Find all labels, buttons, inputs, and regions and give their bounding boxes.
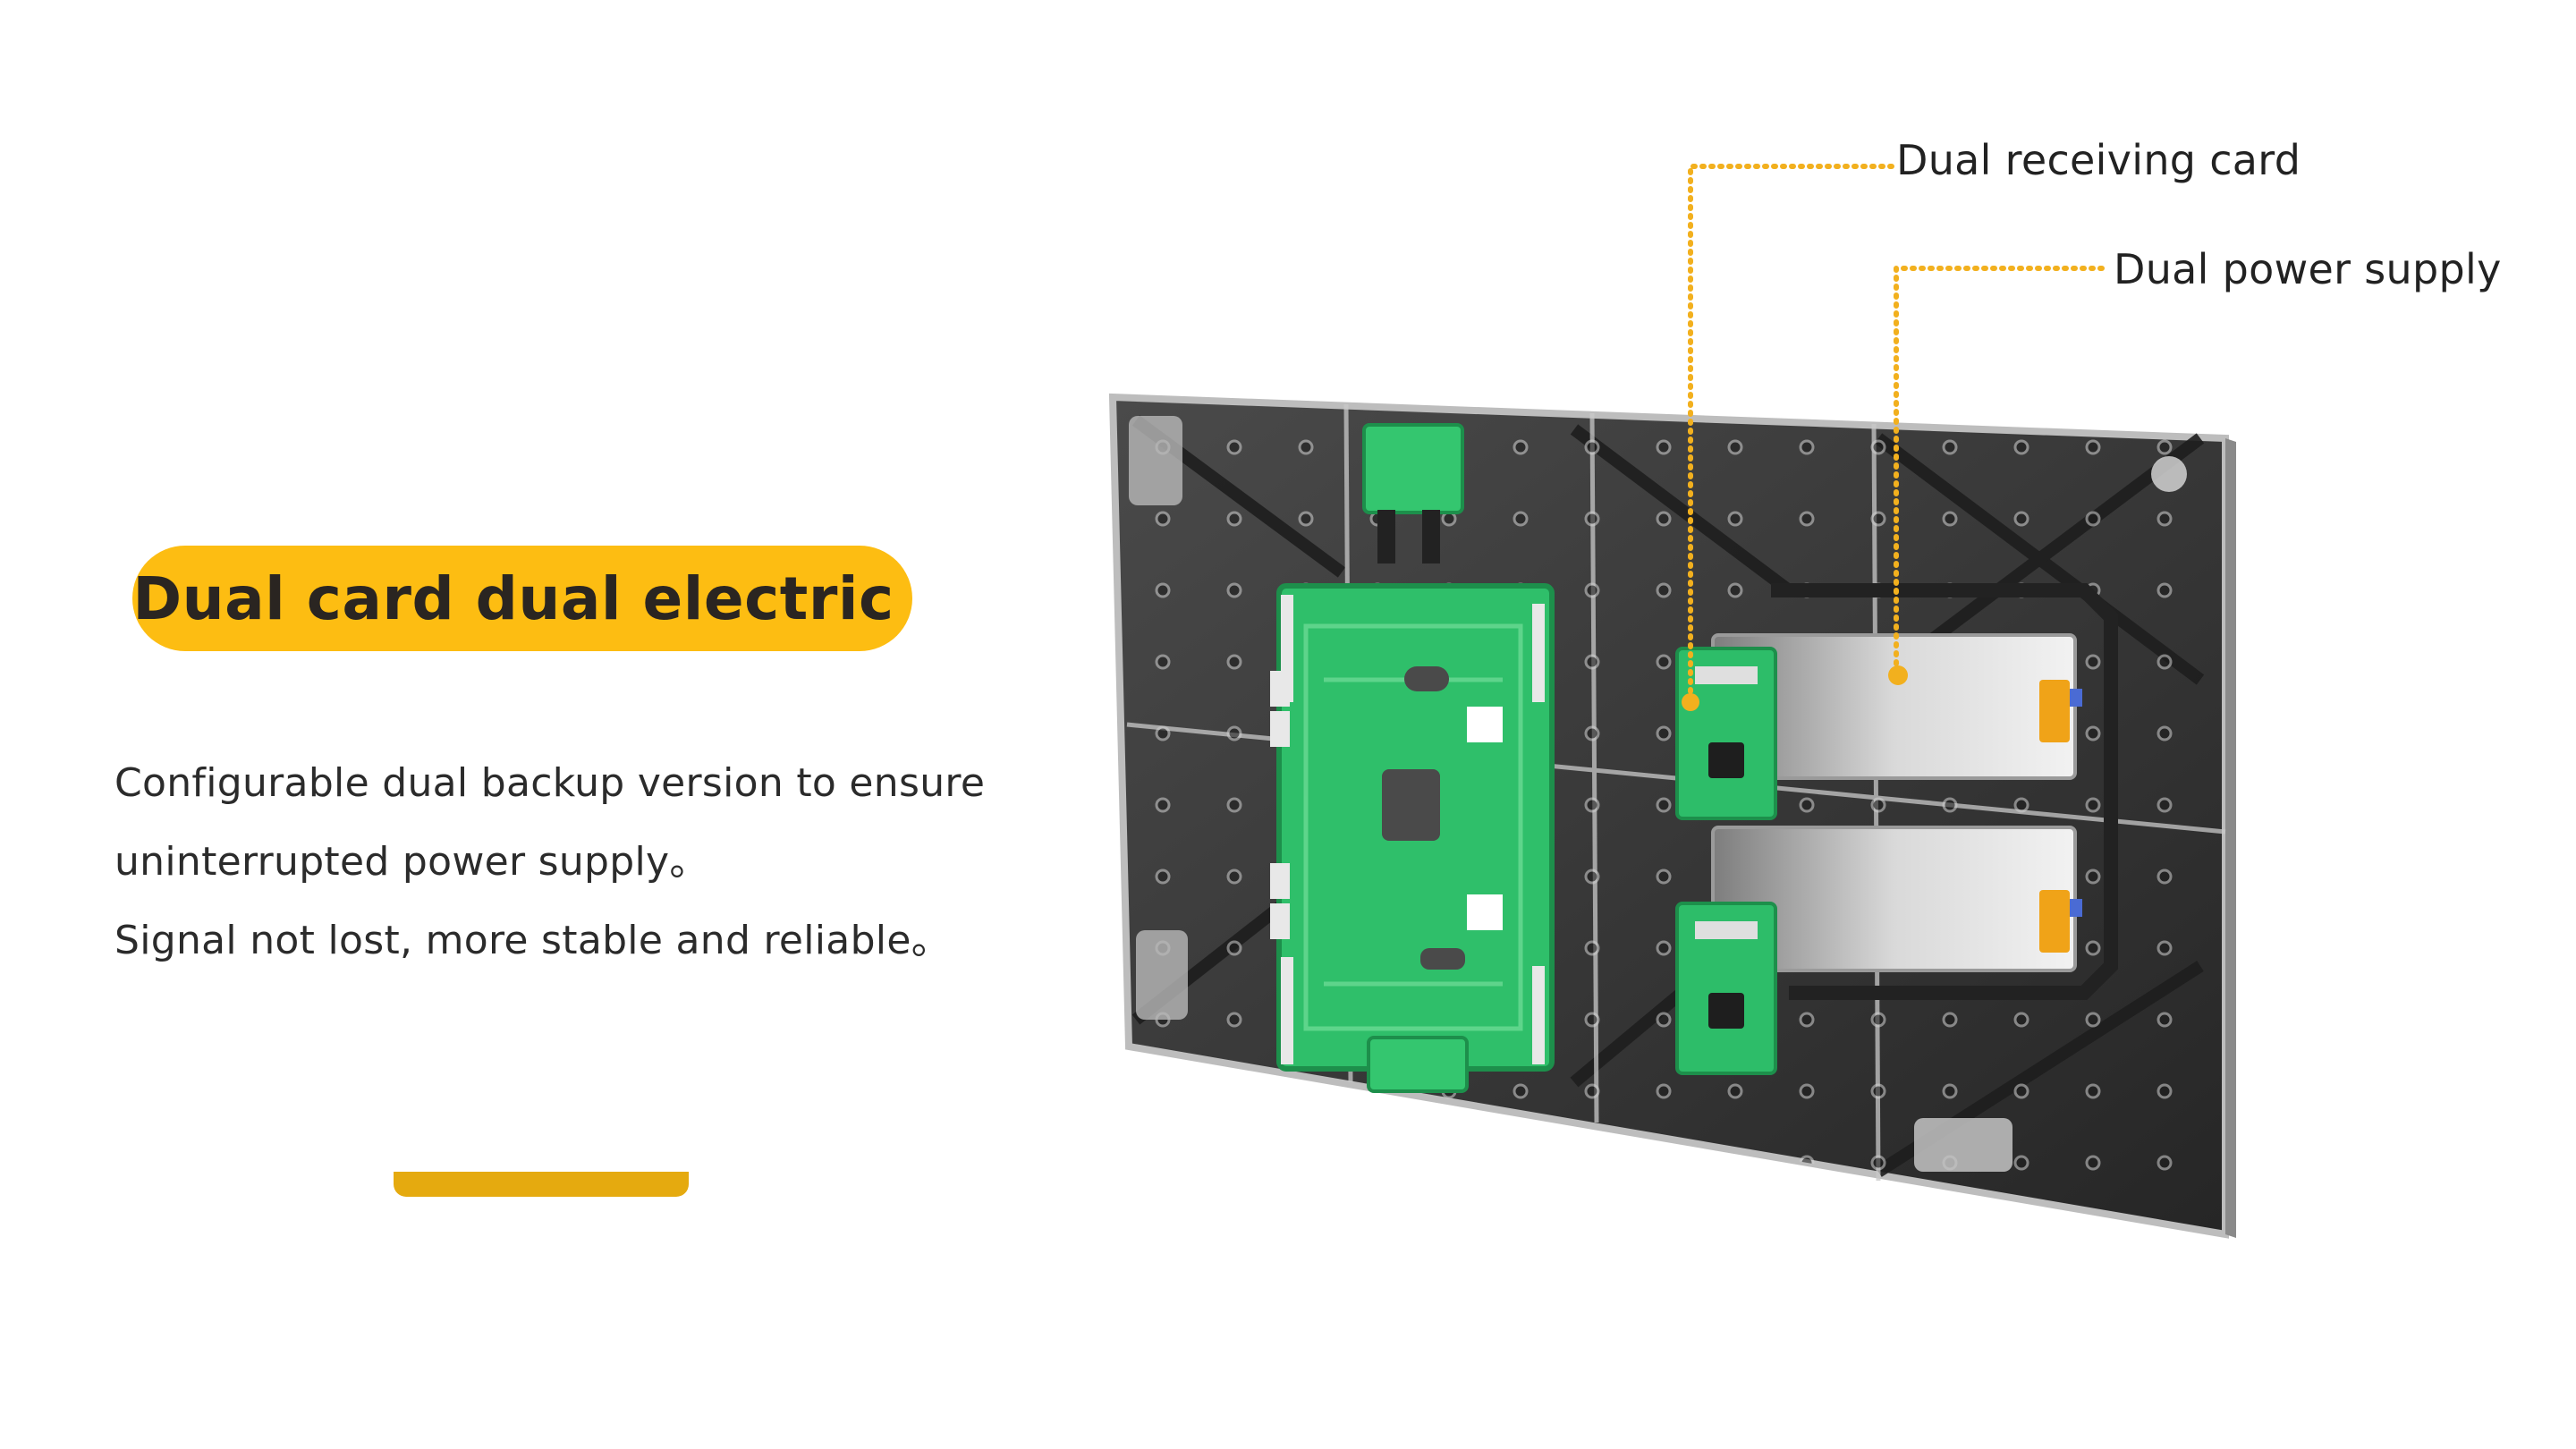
callout-power-supply-label: Dual power supply: [2114, 245, 2502, 293]
adapter-board-top: [1362, 423, 1464, 564]
power-supply-top: [1711, 633, 2082, 780]
heading-title: Dual card dual electric: [132, 564, 894, 633]
heading-pill: Dual card dual electric: [132, 546, 912, 1197]
description-line-1: Configurable dual backup version to ensu…: [114, 760, 986, 806]
pill-shadow: [394, 1172, 689, 1197]
callout-dot-receiving-card: [1682, 693, 1699, 711]
callout-leader-receiving-card: [1688, 164, 1894, 705]
power-supply-bottom: [1711, 826, 2082, 972]
callout-dot-power-supply: [1888, 665, 1908, 685]
description-block: Configurable dual backup version to ensu…: [114, 744, 1009, 980]
callout-receiving-card-label: Dual receiving card: [1896, 136, 2301, 184]
hub-board: [1270, 583, 1555, 1072]
description-line-3: Signal not lost, more stable and reliabl…: [114, 918, 951, 963]
callout-leader-power-supply: [1894, 266, 2105, 678]
receiving-card-bottom: [1675, 902, 1777, 1075]
adapter-board-bottom: [1367, 1036, 1469, 1093]
description-line-2: uninterrupted power supply。: [114, 839, 709, 885]
receiving-card-top: [1675, 647, 1777, 820]
